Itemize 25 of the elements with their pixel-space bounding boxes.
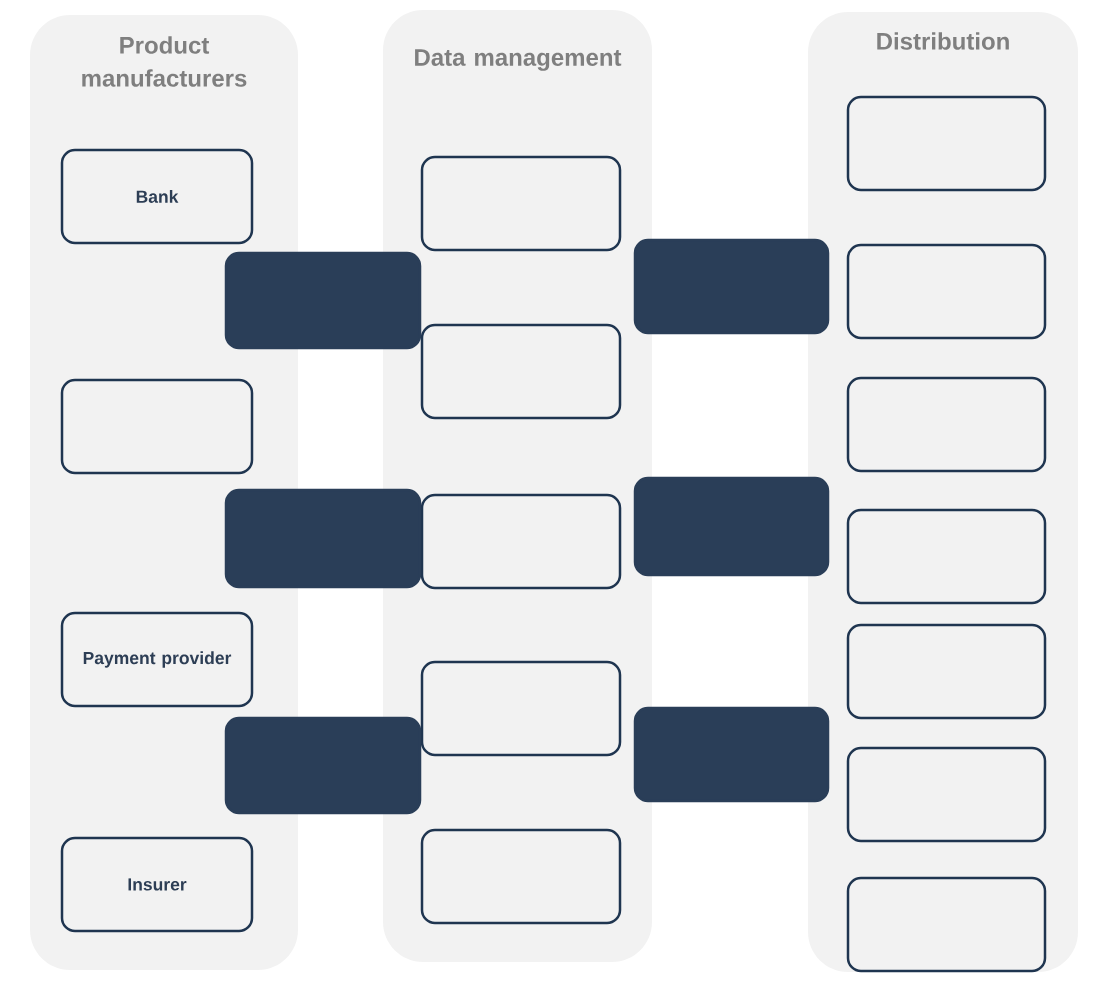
- rounded-box: [420, 828, 622, 925]
- rounded-box: [846, 243, 1047, 340]
- rounded-box: [846, 376, 1047, 473]
- column-heading: Data management: [415, 49, 622, 71]
- rounded-box: [846, 876, 1047, 973]
- rounded-box: [846, 95, 1047, 192]
- rounded-box: [846, 746, 1047, 843]
- filled-box: [224, 251, 422, 350]
- rounded-box: [846, 623, 1047, 720]
- rounded-box: Bank: [60, 148, 254, 245]
- rounded-box: [846, 508, 1047, 605]
- filled-box: [633, 238, 830, 335]
- column-heading: Distribution: [877, 32, 1009, 50]
- rounded-box: [420, 660, 622, 757]
- column-heading: Product manufacturers: [82, 36, 247, 87]
- rounded-box: [420, 493, 622, 590]
- filled-box: [224, 488, 422, 589]
- filled-box: [633, 706, 830, 803]
- rounded-box: [420, 323, 622, 420]
- rounded-box: [420, 155, 622, 252]
- filled-box: [633, 476, 830, 577]
- rounded-box: Payment provider: [60, 611, 254, 708]
- filled-box: [224, 716, 422, 815]
- rounded-box: Insurer: [60, 836, 254, 933]
- rounded-box: [60, 378, 254, 475]
